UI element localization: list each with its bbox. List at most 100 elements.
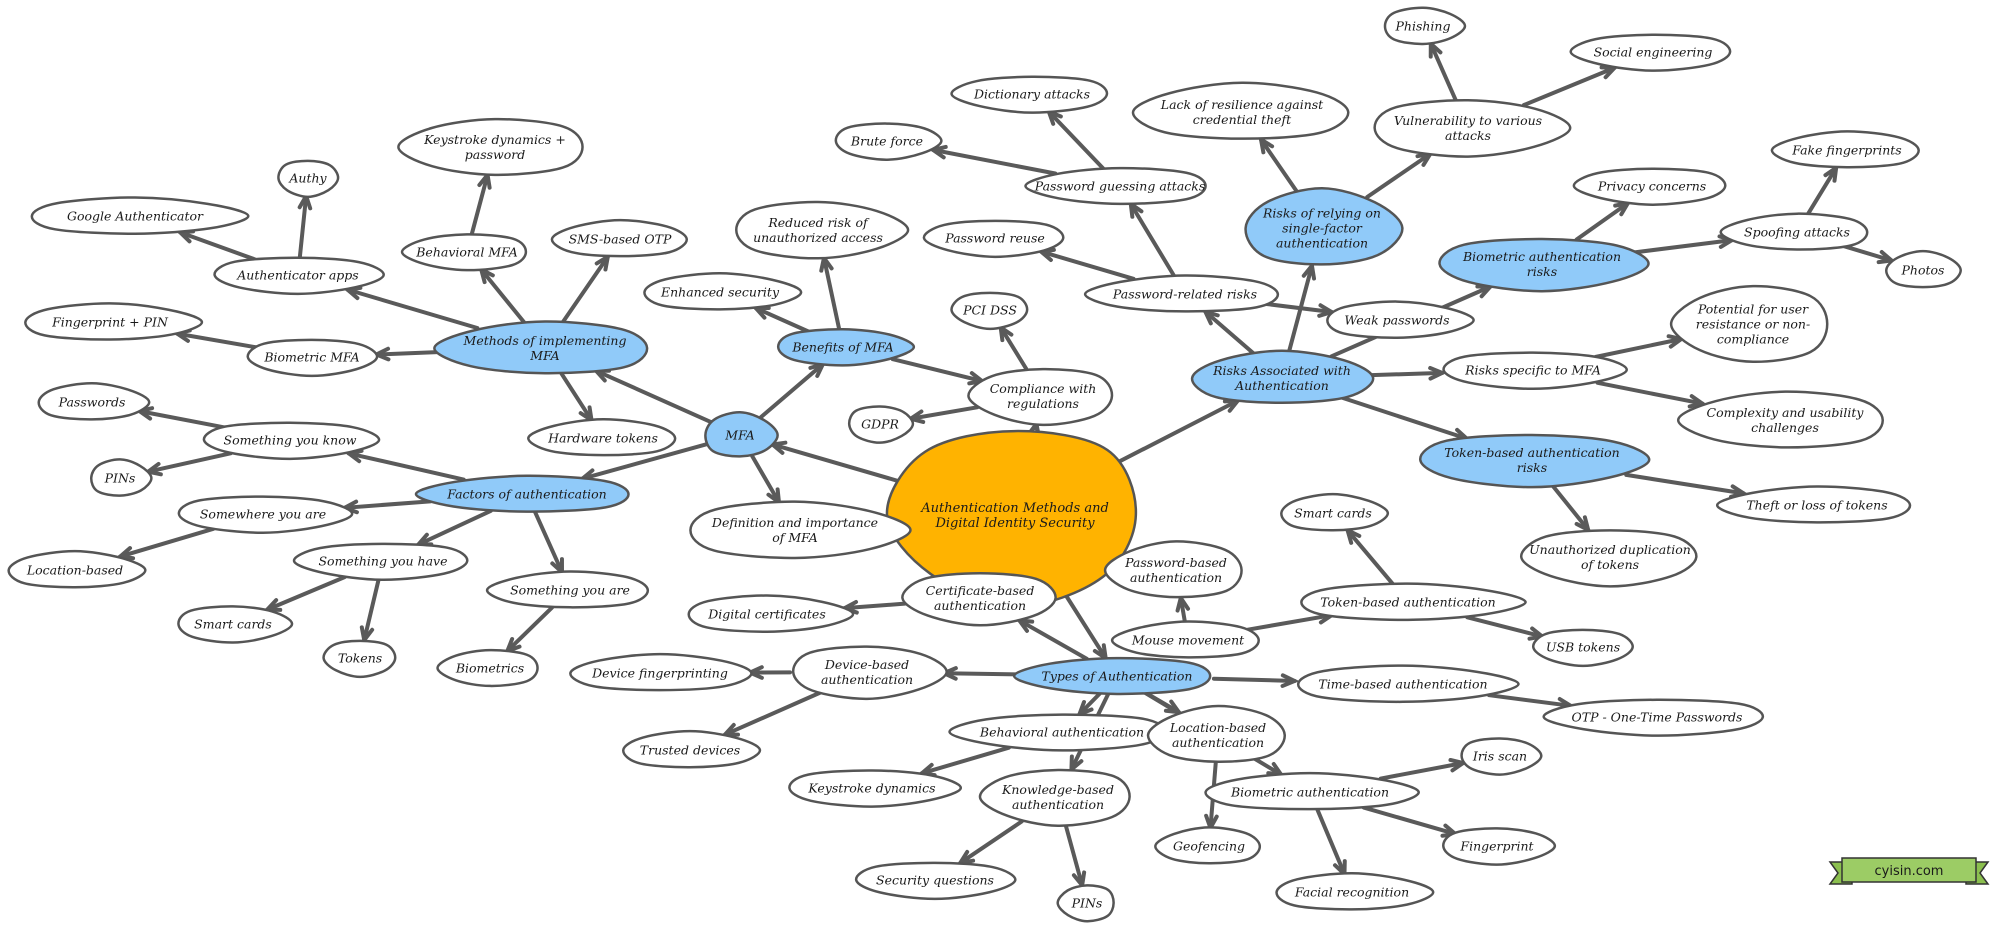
node-keystroke: Keystroke dynamics — [788, 769, 963, 808]
node-bubble — [1715, 485, 1912, 524]
node-label: Device fingerprinting — [591, 666, 728, 681]
node-bubble — [436, 648, 539, 688]
node-bubble — [834, 122, 943, 161]
node-label: USB tokens — [1546, 640, 1620, 655]
node-bubble — [776, 327, 916, 367]
edge-factors-to-somewhere — [339, 499, 433, 515]
node-label: Something you know — [224, 433, 357, 448]
edge-biometric-auth-to-facial — [1315, 807, 1347, 879]
node-label: Dictionary attacks — [973, 87, 1090, 102]
node-behavioral-auth: Behavioral authentication — [948, 713, 1167, 752]
node-label: MFA — [724, 428, 754, 443]
node-label: Knowledge-based — [1001, 782, 1114, 797]
node-bubble — [414, 474, 630, 513]
node-bubble — [788, 769, 963, 808]
edge-risks-to-token-risks — [1339, 395, 1472, 442]
node-social-eng: Social engineering — [1569, 33, 1732, 72]
connector-line — [297, 193, 309, 260]
node-bubble — [1885, 249, 1962, 289]
node-gdpr: GDPR — [847, 405, 915, 444]
node-label: Compliance with — [990, 381, 1097, 396]
edge-factors-to-something-know — [344, 448, 466, 482]
node-label: Potential for user — [1697, 302, 1809, 317]
node-label: Methods of implementing — [463, 333, 627, 348]
connector-line — [758, 362, 825, 420]
node-label: Keystroke dynamics — [807, 781, 935, 796]
node-bubble — [1520, 529, 1698, 588]
node-label: Theft or loss of tokens — [1746, 498, 1887, 513]
node-label: Behavioral MFA — [415, 245, 517, 260]
node-label: password — [465, 147, 526, 162]
node-fingerprint-pin: Fingerprint + PIN — [24, 302, 204, 341]
node-bubble — [292, 542, 469, 582]
edge-bio-risks-to-privacy — [1574, 200, 1632, 242]
node-label: resistance or non- — [1696, 317, 1810, 332]
node-bubble — [1103, 540, 1243, 599]
node-hardware-tokens: Hardware tokens — [527, 418, 677, 457]
node-biometrics: Biometrics — [436, 648, 539, 688]
node-bubble — [622, 729, 762, 769]
connector-line — [1365, 151, 1433, 200]
node-bubble — [1373, 99, 1572, 158]
edge-token-risks-to-duplication — [1550, 483, 1592, 534]
node-label: Definition and importance — [711, 515, 878, 530]
connector-line — [118, 526, 216, 559]
edge-root-to-risks — [1114, 398, 1243, 466]
node-facial: Facial recognition — [1275, 872, 1435, 911]
node-biometric-mfa: Biometric MFA — [246, 338, 379, 378]
node-bubble — [1383, 6, 1467, 46]
connector-line — [750, 453, 781, 505]
node-smart-cards-token: Smart cards — [1280, 492, 1390, 532]
node-label: PCI DSS — [962, 303, 1017, 318]
connector-line — [1046, 109, 1106, 171]
node-theft-tokens: Theft or loss of tokens — [1715, 485, 1912, 524]
edge-token-auth-to-usb-tokens — [1465, 615, 1548, 641]
node-label: Authentication Methods and — [920, 501, 1109, 516]
node-label: Types of Authentication — [1042, 669, 1193, 684]
node-bubble — [1146, 704, 1286, 764]
edge-methods-to-behavioral-mfa — [478, 265, 527, 325]
ribbon-body — [1841, 857, 1977, 883]
connector-line — [1369, 370, 1445, 378]
node-label: Google Authenticator — [67, 209, 204, 224]
node-label: Fingerprint + PIN — [51, 315, 169, 330]
edge-methods-to-sms-otp — [560, 252, 611, 325]
node-label: risks — [1527, 264, 1557, 279]
node-bubble — [1110, 620, 1260, 659]
node-label: of tokens — [1581, 557, 1639, 572]
connector-line — [1624, 472, 1746, 496]
edge-spoofing-to-fake-fp — [1805, 163, 1839, 217]
connector-line — [1428, 41, 1458, 103]
node-bubble — [1442, 827, 1557, 866]
node-label: Fake fingerprints — [1791, 143, 1901, 158]
node-bubble — [202, 421, 381, 461]
node-authenticator-apps: Authenticator apps — [213, 256, 385, 296]
arrowhead — [1428, 365, 1448, 381]
edge-vulnerability-to-social-eng — [1521, 65, 1620, 108]
node-label: OTP - One-Time Passwords — [1572, 710, 1743, 725]
node-label: Reduced risk of — [767, 215, 870, 230]
node-bubble — [847, 405, 915, 444]
connector-line — [998, 325, 1029, 371]
node-bubble — [1024, 166, 1207, 206]
node-label: Token-based authentication — [1444, 445, 1619, 460]
node-bubble — [978, 768, 1131, 827]
node-trusted-devices: Trusted devices — [622, 729, 762, 769]
edge-password-risks-to-password-reuse — [1036, 247, 1136, 281]
node-label: risks — [1517, 460, 1547, 475]
connector-line — [1345, 528, 1395, 587]
node-bubble — [1438, 237, 1650, 293]
node-password-reuse: Password reuse — [922, 219, 1065, 259]
node-iris: Iris scan — [1460, 737, 1543, 776]
node-digital-certs: Digital certificates — [687, 594, 855, 633]
edge-compliance-to-pci-dss — [998, 323, 1029, 371]
node-bubble — [1204, 771, 1420, 811]
node-label: PINs — [1071, 896, 1103, 911]
